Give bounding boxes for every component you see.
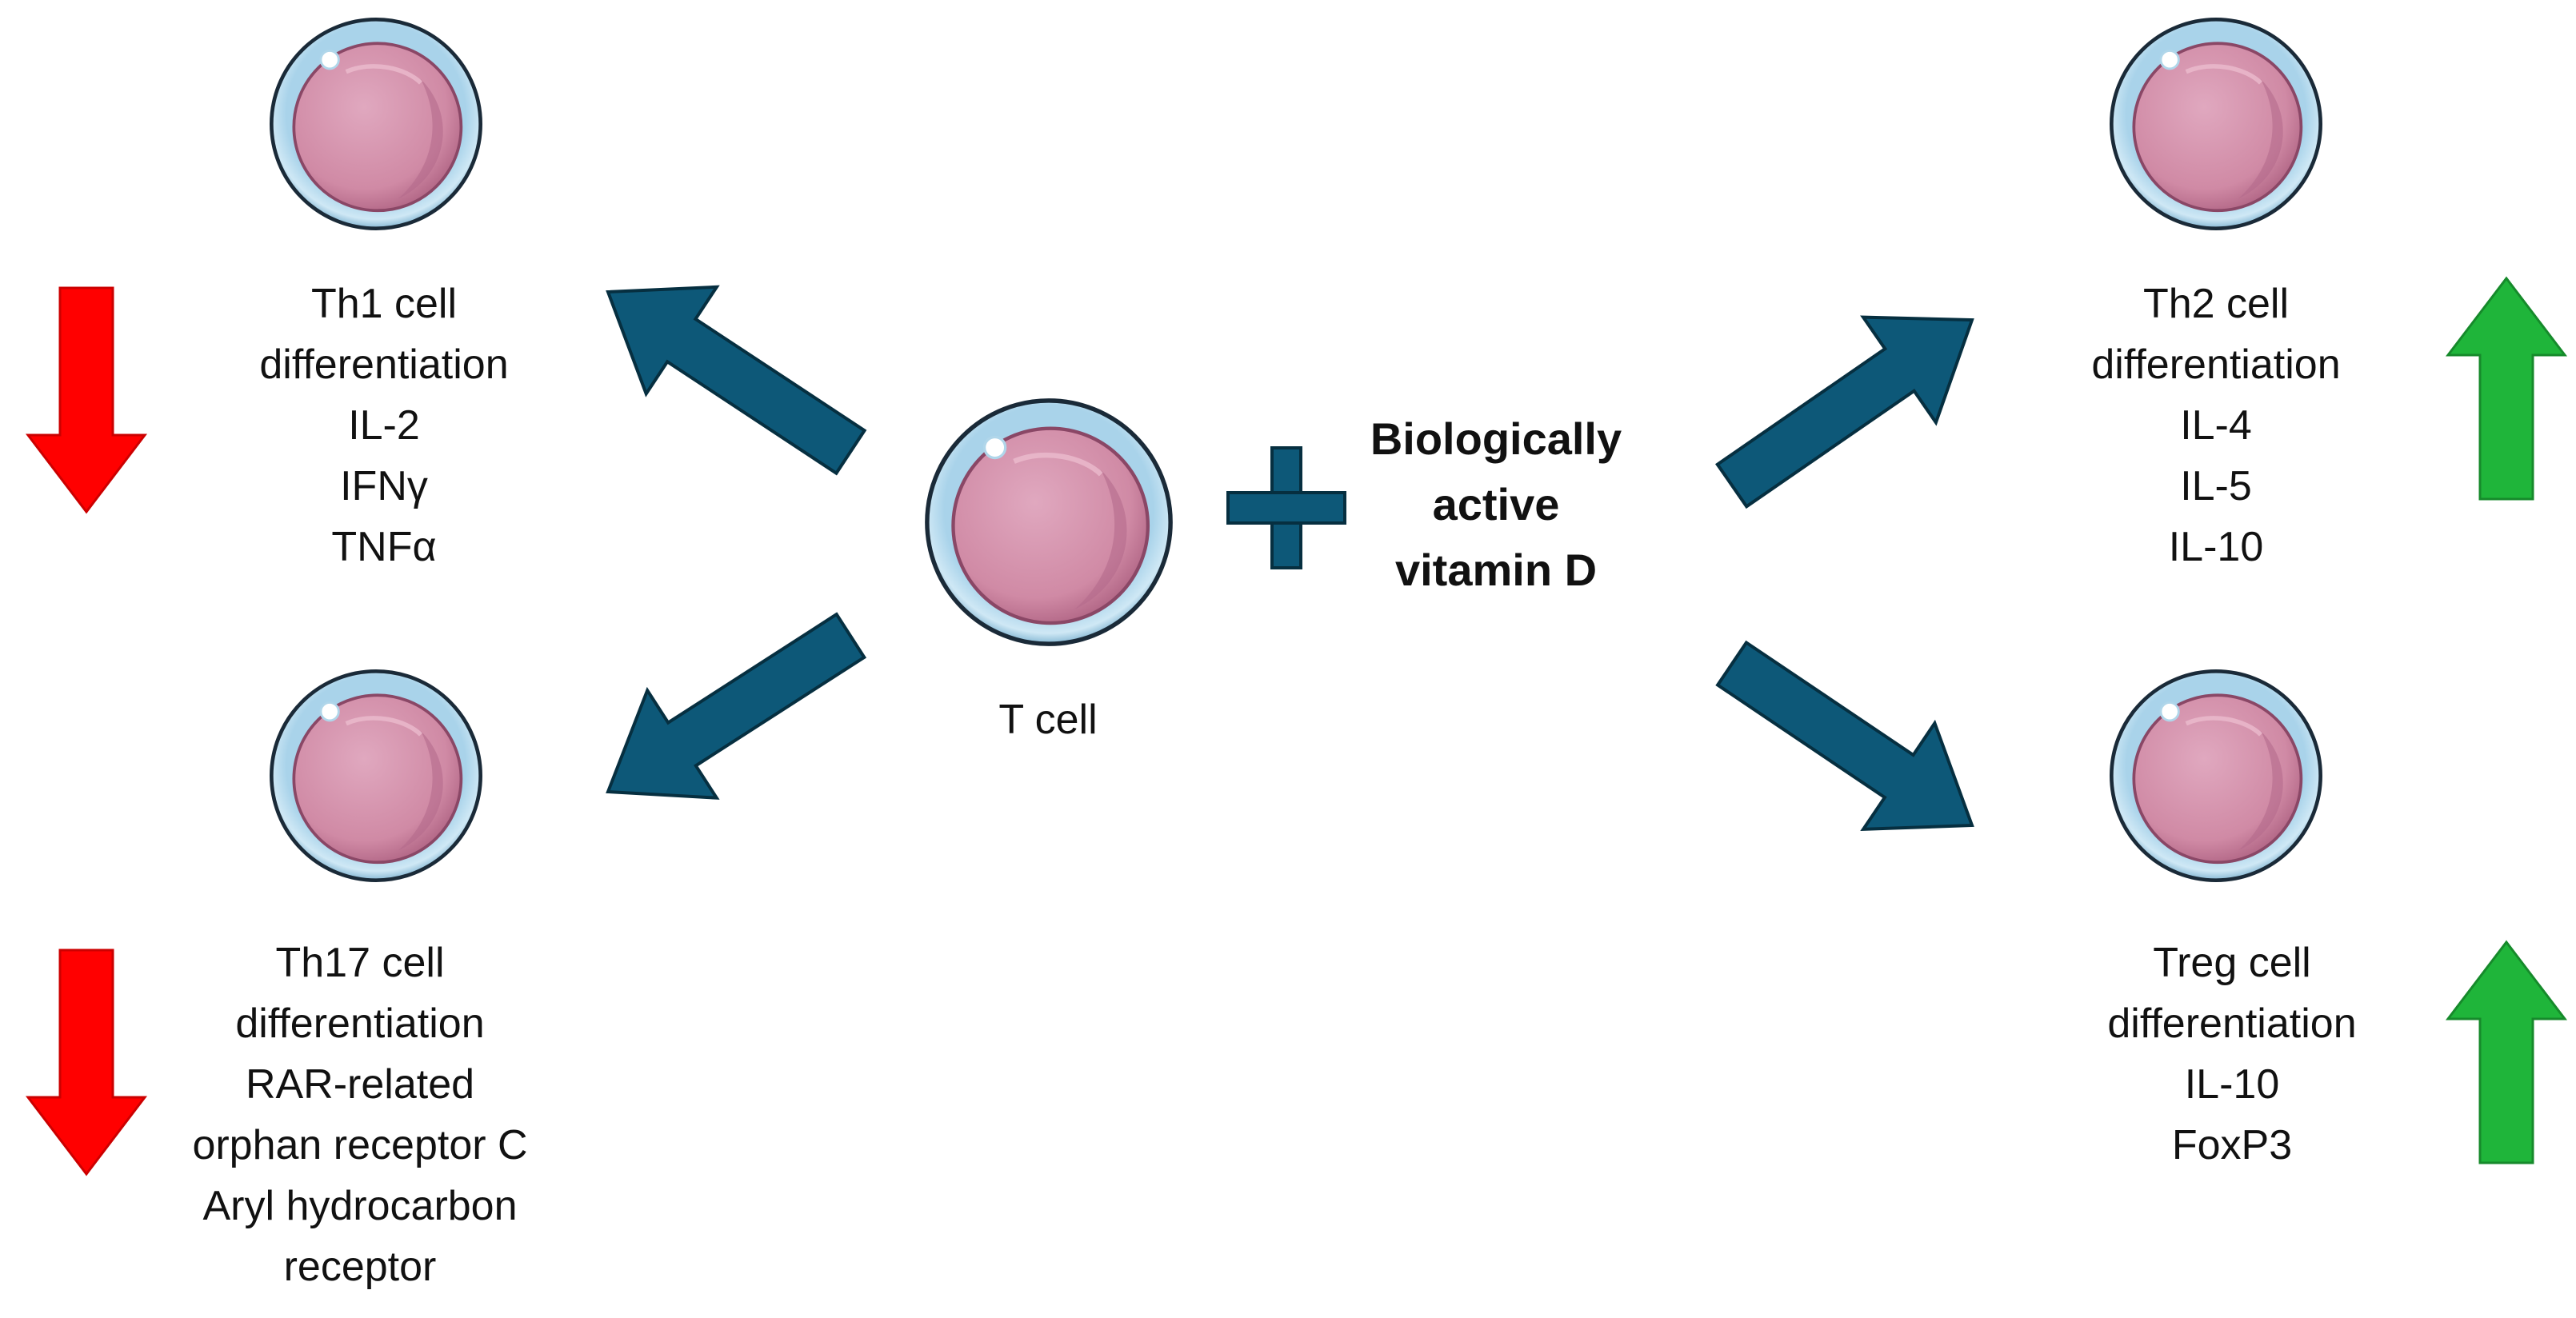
th1-cell-icon: [271, 19, 480, 228]
treg-cell-icon: [2111, 671, 2320, 880]
label-line: T cell: [998, 697, 1098, 743]
th2-label: Th2 cell differentiation IL-4 IL-5 IL-10: [2016, 274, 2416, 577]
vitamin-d-label: Biologically active vitamin D: [1328, 406, 1664, 603]
label-line: differentiation: [2091, 341, 2341, 388]
arrow-to-th17: [606, 612, 867, 800]
treg-label: Treg cell differentiation IL-10 FoxP3: [2032, 933, 2432, 1176]
plus-icon: [1226, 446, 1346, 569]
label-line: IL-4: [2180, 402, 2252, 449]
down-arrow-icon: [25, 286, 148, 514]
label-line: IL-2: [348, 402, 420, 449]
up-arrow-icon: [2445, 940, 2568, 1164]
th1-label: Th1 cell differentiation IL-2 IFNγ TNFα: [184, 274, 584, 577]
label-line: IL-5: [2180, 463, 2252, 509]
label-line: receptor: [283, 1244, 437, 1290]
label-line: IL-10: [2168, 524, 2264, 570]
arrow-to-th1: [606, 285, 867, 476]
th2-cell-icon: [2111, 19, 2320, 228]
label-line: Th17 cell: [275, 940, 445, 986]
label-line: IL-10: [2184, 1061, 2280, 1108]
arrow-to-treg: [1715, 640, 1974, 832]
label-line: Biologically: [1370, 413, 1622, 464]
th17-label: Th17 cell differentiation RAR-related or…: [144, 933, 576, 1297]
down-arrow-icon: [25, 949, 148, 1176]
label-line: differentiation: [235, 1000, 485, 1047]
label-line: RAR-related: [245, 1061, 475, 1108]
t-cell-label: T cell: [888, 689, 1208, 750]
arrow-to-th2: [1715, 315, 1974, 509]
label-line: vitamin D: [1394, 545, 1598, 595]
label-line: orphan receptor C: [192, 1122, 528, 1168]
label-line: FoxP3: [2171, 1122, 2293, 1168]
label-line: Th1 cell: [310, 281, 458, 327]
center-t-cell-icon: [927, 401, 1170, 644]
label-line: TNFα: [331, 524, 437, 570]
up-arrow-icon: [2445, 276, 2568, 501]
label-line: differentiation: [259, 341, 509, 388]
label-line: IFNγ: [340, 463, 428, 509]
label-line: active: [1432, 479, 1560, 529]
label-line: differentiation: [2107, 1000, 2357, 1047]
label-line: Treg cell: [2153, 940, 2311, 986]
label-line: Aryl hydrocarbon: [202, 1183, 518, 1229]
label-line: Th2 cell: [2142, 281, 2290, 327]
th17-cell-icon: [271, 671, 480, 880]
